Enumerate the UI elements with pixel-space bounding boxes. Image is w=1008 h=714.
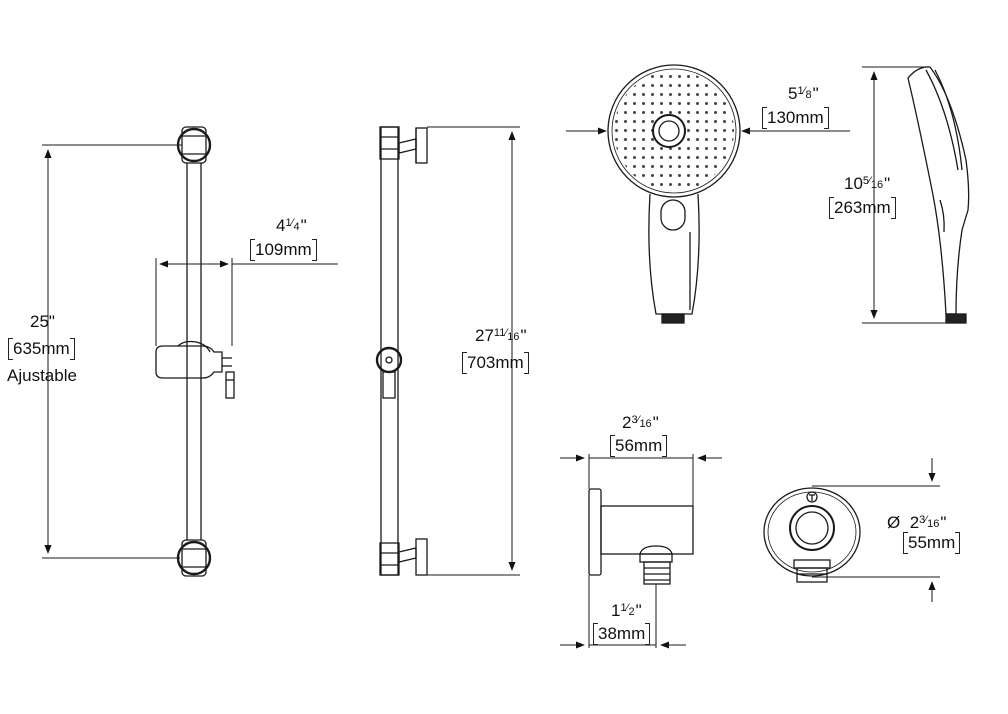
elbow-offset-imperial: 11⁄2"	[611, 601, 642, 620]
dim-handshower-length-lines	[862, 66, 950, 324]
head-diameter-metric: 130mm	[762, 107, 829, 129]
elbow-depth-imperial: 23⁄16"	[622, 413, 659, 432]
dim-slider-offset-lines	[155, 258, 338, 346]
flange-diameter-metric: 55mm	[903, 532, 961, 554]
slider-offset-metric: 109mm	[250, 239, 317, 261]
flange-diameter-imperial: Ø 23⁄16"	[887, 513, 947, 532]
slide-bar-side-view	[375, 126, 428, 576]
elbow-offset-metric: 38mm	[593, 623, 651, 645]
dim-flange-diameter-lines	[812, 458, 940, 602]
wall-elbow-front-view	[763, 487, 861, 583]
slider-offset-imperial: 41⁄4"	[276, 216, 307, 235]
bar-length-imperial: 25"	[30, 312, 55, 331]
slide-bar-front-view	[155, 126, 235, 577]
handshower-length-metric: 263mm	[829, 197, 896, 219]
bar-length-metric: 635mm	[8, 338, 75, 360]
handshower-length-imperial: 105⁄16"	[844, 174, 891, 193]
head-diameter-imperial: 51⁄8"	[788, 84, 819, 103]
dim-bar-length-lines	[42, 144, 182, 559]
dim-overall-height-lines	[427, 126, 520, 576]
dim-elbow-offset-lines	[560, 575, 686, 649]
elbow-depth-metric: 56mm	[610, 435, 668, 457]
handshower-front-view	[607, 64, 741, 324]
overall-height-metric: 703mm	[462, 352, 529, 374]
overall-height-imperial: 2711⁄16"	[475, 326, 527, 345]
wall-elbow-side-view	[588, 488, 694, 585]
dim-elbow-depth-lines	[560, 454, 722, 506]
handshower-side-view	[907, 66, 970, 324]
bar-length-note: Ajustable	[7, 366, 77, 385]
